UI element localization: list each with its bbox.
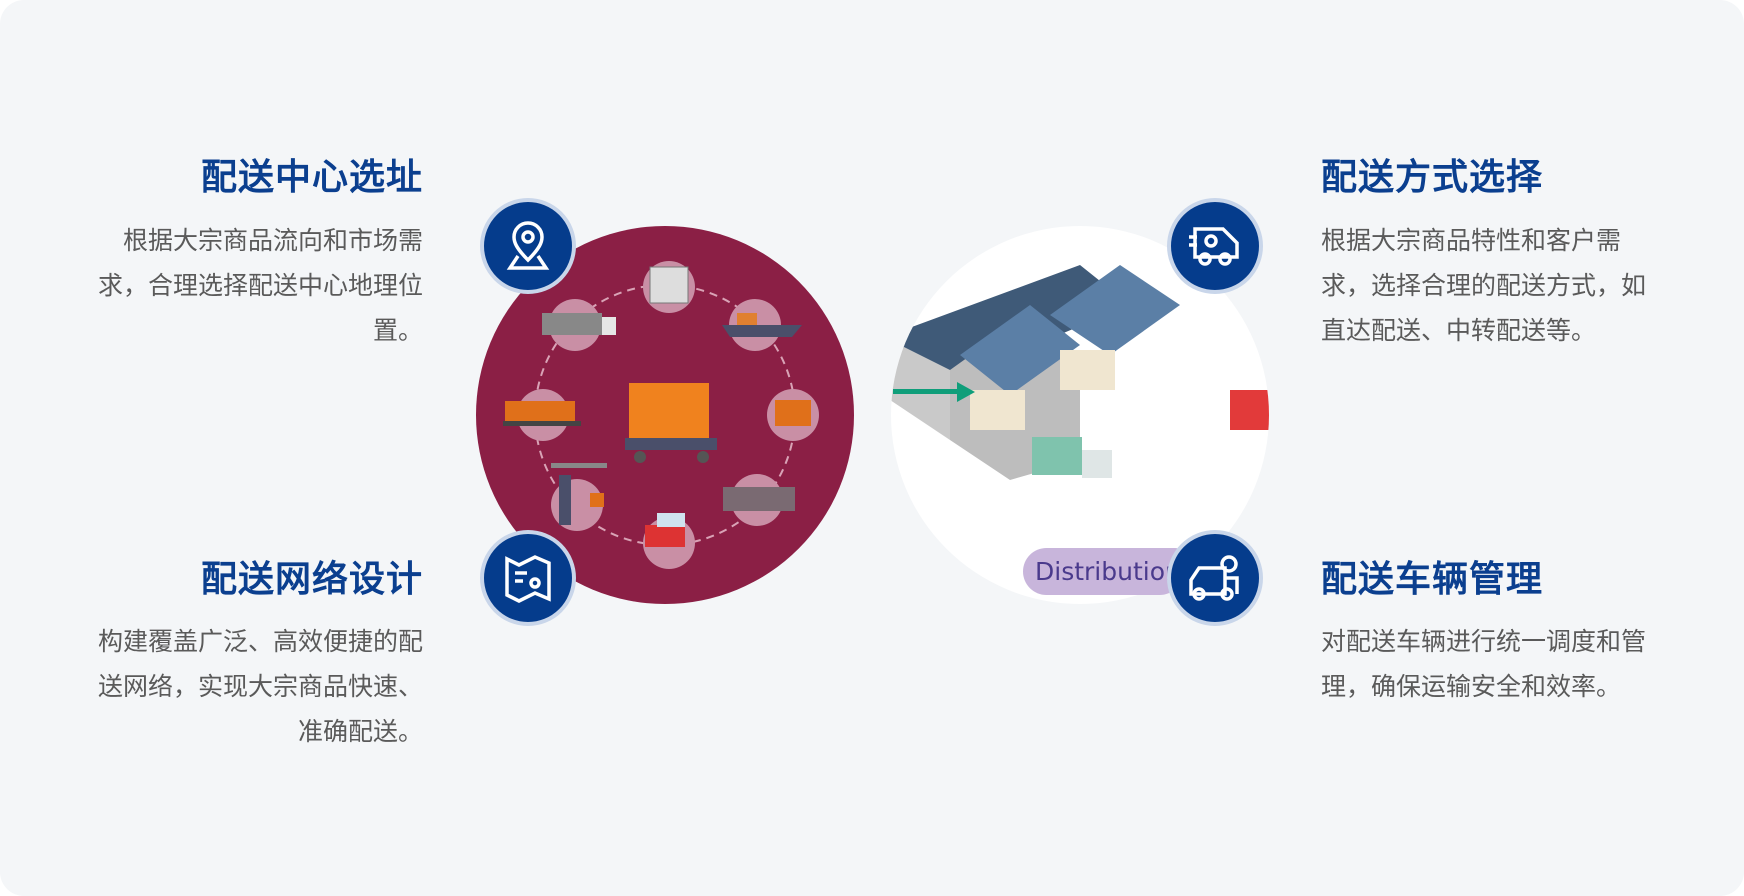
map-route-icon: [480, 530, 576, 626]
flow-arrow: [893, 382, 975, 402]
logistics-network-illustration: [476, 226, 854, 604]
section-title-network: 配送网络设计: [200, 559, 423, 600]
location-pin-icon: [480, 198, 576, 294]
section-body-vehicle: 对配送车辆进行统一调度和管理，确保运输安全和效率。: [1321, 627, 1647, 701]
section-body-mode: 根据大宗商品特性和客户需求，选择合理的配送方式，如直达配送、中转配送等。: [1321, 226, 1647, 345]
truck-gear-icon: [1167, 530, 1263, 626]
delivery-van-gear-icon: [1167, 198, 1263, 294]
section-title-location: 配送中心选址: [200, 157, 423, 198]
section-title-mode: 配送方式选择: [1321, 157, 1544, 198]
section-title-vehicle: 配送车辆管理: [1321, 559, 1544, 600]
warehouse-illustration: [891, 226, 1269, 604]
section-body-location: 根据大宗商品流向和市场需求，合理选择配送中心地理位置。: [97, 226, 423, 345]
section-body-network: 构建覆盖广泛、高效便捷的配送网络，实现大宗商品快速、准确配送。: [97, 627, 423, 746]
distribution-label: Distribution: [1023, 548, 1183, 595]
